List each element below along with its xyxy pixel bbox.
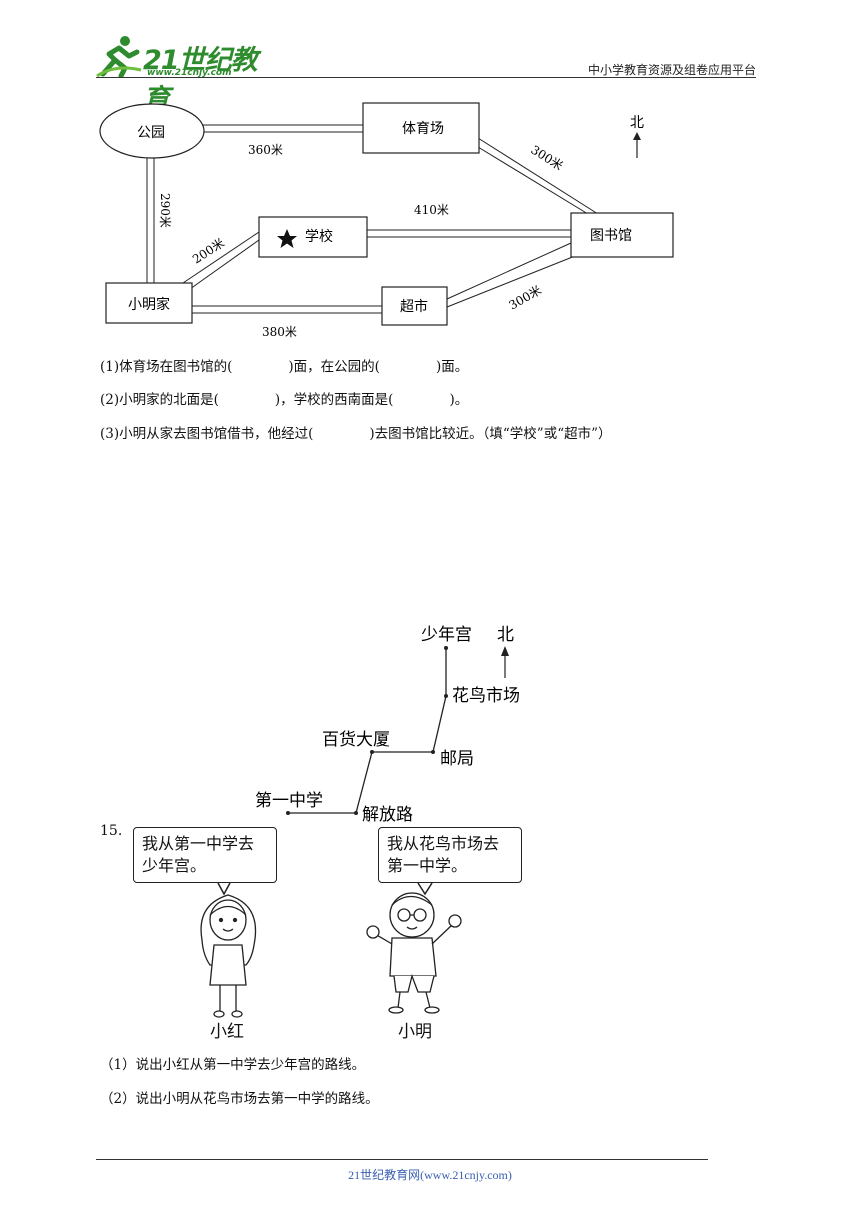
- dist-home-market: 380米: [262, 325, 297, 339]
- route-line: [288, 648, 447, 814]
- map-2: 少年宫 北 花鸟市场 百货大厦 邮局 第一中学 解放路: [255, 625, 520, 825]
- map-1: 公园 体育场 学校 图书馆 小明家 超市 360米 300米 290米 200米…: [99, 102, 674, 339]
- dist-park-stadium: 360米: [248, 143, 283, 157]
- question-15-1: （1）说出小红从第一中学去少年宫的路线。: [100, 1057, 366, 1073]
- dist-home-school: 200米: [190, 236, 227, 267]
- runner-logo-icon: [96, 36, 142, 78]
- home-node: [105, 282, 193, 324]
- school-label: 学校: [305, 228, 333, 245]
- first-school-label: 第一中学: [255, 791, 323, 811]
- boy-figure-icon: [366, 892, 462, 1014]
- dist-school-library: 410米: [414, 203, 449, 217]
- logo-text: 21世纪教育: [143, 45, 258, 115]
- library-label: 图书馆: [590, 228, 632, 244]
- boy-name: 小明: [398, 1022, 432, 1042]
- girl-figure-icon: [200, 894, 257, 1018]
- speech-bubble-boy: 我从花鸟市场去第一中学。: [378, 827, 522, 883]
- flower-market-label: 花鸟市场: [452, 686, 520, 706]
- footer-rule: [96, 1159, 708, 1160]
- post-office-label: 邮局: [440, 749, 474, 769]
- stadium-node: [362, 102, 480, 154]
- park-node: [99, 103, 205, 159]
- dept-store-label: 百货大厦: [322, 730, 390, 750]
- star-icon: [277, 229, 297, 248]
- speech-bubble-girl: 我从第一中学去少年宫。: [133, 827, 277, 883]
- library-node: [570, 212, 674, 258]
- market-node: [381, 286, 448, 326]
- girl-name: 小红: [210, 1022, 244, 1042]
- north-label-1: 北: [630, 115, 644, 131]
- youth-palace-label: 少年宫: [421, 625, 472, 645]
- dist-park-home: 290米: [158, 193, 172, 228]
- question-14-2: (2)小明家的北面是()，学校的西南面是()。: [100, 392, 469, 408]
- north-arrow-icon-2: [501, 646, 509, 678]
- dist-stadium-library: 300米: [528, 143, 565, 173]
- header-logo: 21世纪教育 www.21cnjy.com: [95, 34, 265, 115]
- characters: [200, 882, 462, 1018]
- header-right-text: 中小学教育资源及组卷应用平台: [587, 63, 756, 77]
- logo-url: www.21cnjy.com: [147, 68, 232, 78]
- stadium-label: 体育场: [402, 121, 444, 137]
- home-label: 小明家: [128, 296, 170, 313]
- dist-market-library: 300米: [507, 283, 544, 313]
- liberation-road-label: 解放路: [362, 805, 413, 825]
- question-15-2: （2）说出小明从花鸟市场去第一中学的路线。: [100, 1091, 379, 1107]
- problem-15-number: 15.: [100, 823, 123, 839]
- school-node: [258, 216, 368, 258]
- north-label-2: 北: [497, 625, 514, 645]
- footer-text: 21世纪教育网(www.21cnjy.com): [348, 1168, 512, 1182]
- north-arrow-icon: [633, 132, 641, 158]
- question-14-3: (3)小明从家去图书馆借书，他经过()去图书馆比较近。（填“学校”或“超市”）: [100, 426, 612, 442]
- header-rule: [96, 77, 756, 78]
- question-14-1: (1)体育场在图书馆的()面，在公园的()面。: [100, 359, 469, 375]
- market-label: 超市: [400, 298, 428, 315]
- park-label: 公园: [137, 125, 165, 141]
